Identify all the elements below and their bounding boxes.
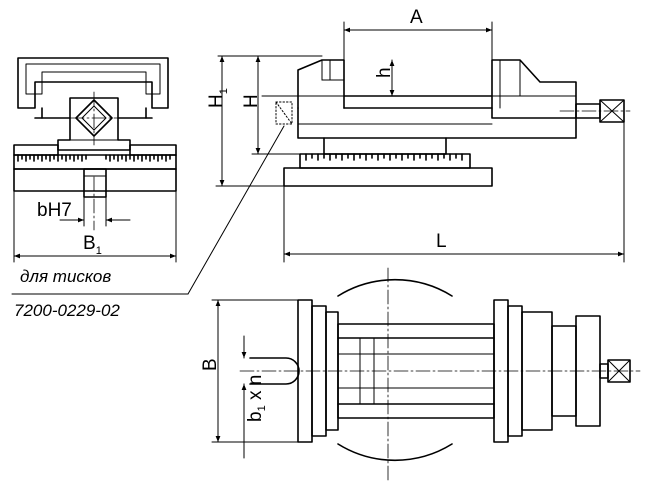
note-leader (187, 125, 285, 295)
key-slot (249, 357, 300, 385)
big-h-label: H (241, 94, 262, 108)
top-screw-head (607, 359, 631, 383)
b1xn-label: b1 x n (245, 375, 268, 422)
h-small-label: h (374, 67, 395, 78)
scale-ticks (17, 154, 171, 162)
b1-label: B1 (83, 233, 102, 257)
fixed-jaw (297, 59, 345, 109)
key (83, 168, 107, 198)
swivel-arc-bottom (337, 443, 453, 462)
side-view: A h H H1 L (206, 7, 631, 263)
base-plate (13, 168, 177, 192)
l-label: L (436, 231, 447, 252)
key-symbol (275, 101, 293, 125)
jaw-top-inner (25, 63, 161, 95)
h1-label: H1 (206, 88, 230, 108)
side-block-right (129, 144, 177, 156)
note-callout: для тисков 7200-0229-02 (11, 125, 285, 320)
side-block-left (13, 144, 59, 156)
swivel-ticks (305, 153, 463, 161)
moving-jaw (491, 59, 577, 119)
bh7-label: bH7 (37, 200, 72, 221)
note-line-2: 7200-0229-02 (14, 301, 120, 320)
note-line-1: для тисков (20, 267, 111, 286)
side-base (283, 167, 493, 187)
jaw-top-outline (17, 57, 169, 109)
screw-square-inner (81, 105, 107, 131)
a-label: A (410, 7, 423, 28)
main-body (297, 107, 577, 139)
swivel-ring (323, 137, 447, 155)
top-view: B b1 x n (200, 267, 641, 481)
end-view: bH7 B1 (13, 57, 177, 263)
key-symbol-diag (275, 101, 293, 125)
swivel-arc-top (337, 278, 453, 297)
b-label: B (200, 358, 221, 371)
